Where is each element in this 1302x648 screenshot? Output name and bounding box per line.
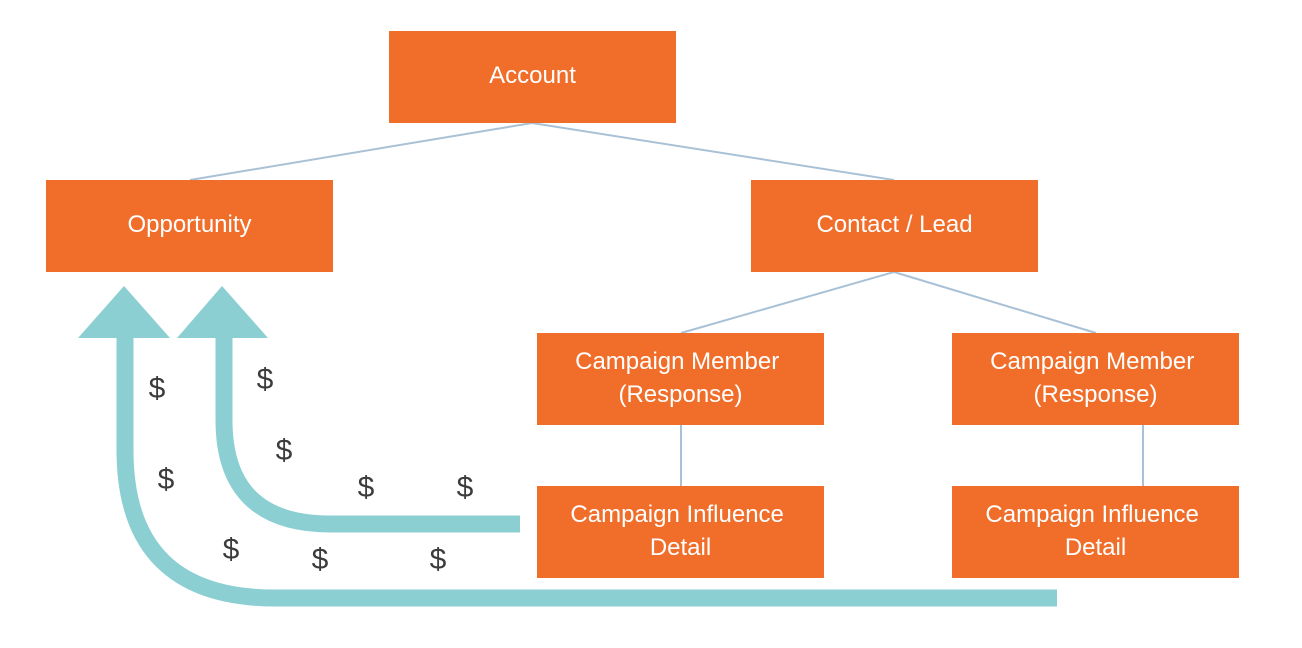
dollar-markers: $ $ $ $ $ $ $ $ $ [149, 363, 474, 576]
node-influence-detail-1-label: Campaign Influence Detail [570, 501, 790, 561]
dollar-symbol: $ [257, 363, 274, 396]
node-campaign-member-2-label: Campaign Member (Response) [990, 348, 1201, 408]
node-opportunity-label: Opportunity [127, 211, 251, 238]
dollar-symbol: $ [149, 372, 166, 405]
node-influence-detail-1: Campaign Influence Detail [537, 486, 824, 578]
dollar-symbol: $ [223, 533, 240, 566]
edge-contact-lead-campaign-member-1 [680, 271, 895, 334]
flow-arrowhead-outer-icon [78, 286, 170, 338]
dollar-symbol: $ [276, 434, 293, 467]
node-contact-lead: Contact / Lead [751, 180, 1038, 272]
flow-arrow-inner [215, 335, 520, 533]
flow-arrow-outer [116, 335, 1057, 607]
dollar-symbol: $ [430, 543, 447, 576]
dollar-symbol: $ [312, 543, 329, 576]
revenue-flow-arrows [78, 286, 1057, 607]
node-account: Account [389, 31, 676, 123]
edge-account-contact-lead [531, 122, 895, 181]
edge-contact-lead-campaign-member-2 [893, 271, 1097, 334]
flow-arrowhead-inner-icon [177, 286, 268, 338]
edge-account-opportunity [189, 122, 533, 181]
node-influence-detail-2: Campaign Influence Detail [952, 486, 1239, 578]
node-account-label: Account [489, 62, 576, 89]
node-contact-lead-label: Contact / Lead [816, 211, 972, 238]
node-campaign-member-1: Campaign Member (Response) [537, 333, 824, 425]
dollar-symbol: $ [358, 471, 375, 504]
node-campaign-member-1-label: Campaign Member (Response) [575, 348, 786, 408]
dollar-symbol: $ [457, 471, 474, 504]
node-influence-detail-2-label: Campaign Influence Detail [985, 501, 1205, 561]
node-campaign-member-2: Campaign Member (Response) [952, 333, 1239, 425]
node-opportunity: Opportunity [46, 180, 333, 272]
dollar-symbol: $ [158, 463, 175, 496]
connector-lines [189, 122, 1144, 486]
